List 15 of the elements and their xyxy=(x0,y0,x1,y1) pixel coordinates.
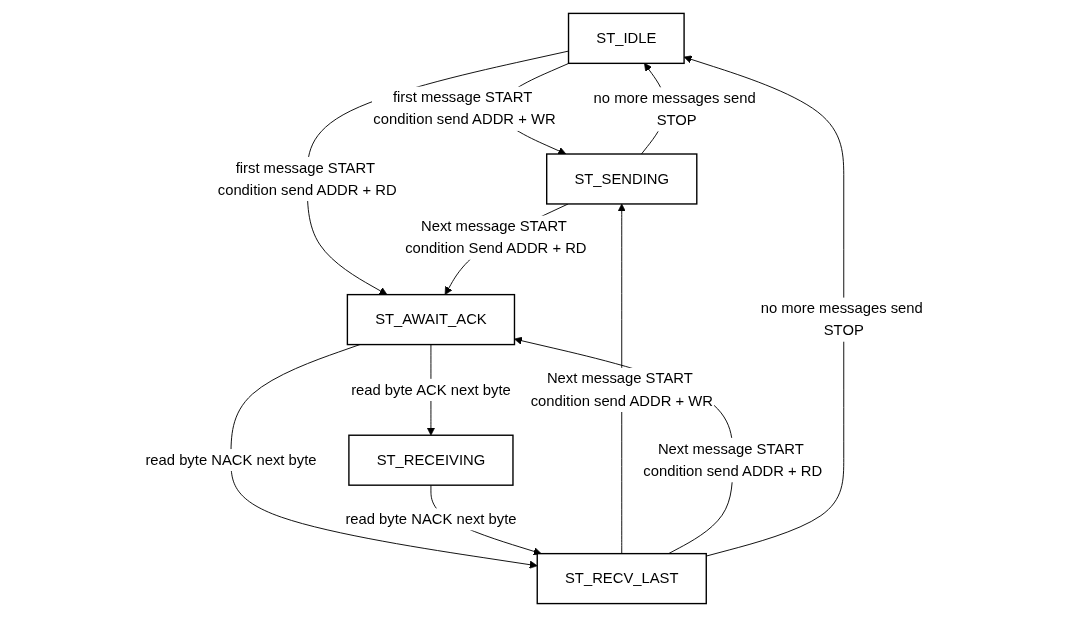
edge-label: Next message START condition send ADDR + RD xyxy=(643,440,823,479)
edge-label: no more messages send STOP xyxy=(760,300,923,339)
edge-label: read byte NACK next byte xyxy=(145,451,317,468)
edge-label: no more messages send STOP xyxy=(593,89,756,128)
node-box: ST_IDLE xyxy=(568,12,685,65)
node-box: ST_AWAIT_ACK xyxy=(346,293,516,346)
node-box: ST_RECEIVING xyxy=(348,434,514,486)
node-box: ST_RECV_LAST xyxy=(536,552,708,605)
edge-label: read byte NACK next byte xyxy=(345,511,517,527)
edge-label: Next message START condition Send ADDR + RD xyxy=(405,218,587,257)
edge-label: first message START condition send ADDR + RD xyxy=(217,159,397,198)
edge-label: read byte ACK next byte xyxy=(351,381,511,398)
edge-label: first message START condition send ADDR + WR xyxy=(373,89,556,128)
node-box: ST_SENDING xyxy=(546,153,698,205)
edge-label: Next message START condition send ADDR + WR xyxy=(530,370,714,409)
